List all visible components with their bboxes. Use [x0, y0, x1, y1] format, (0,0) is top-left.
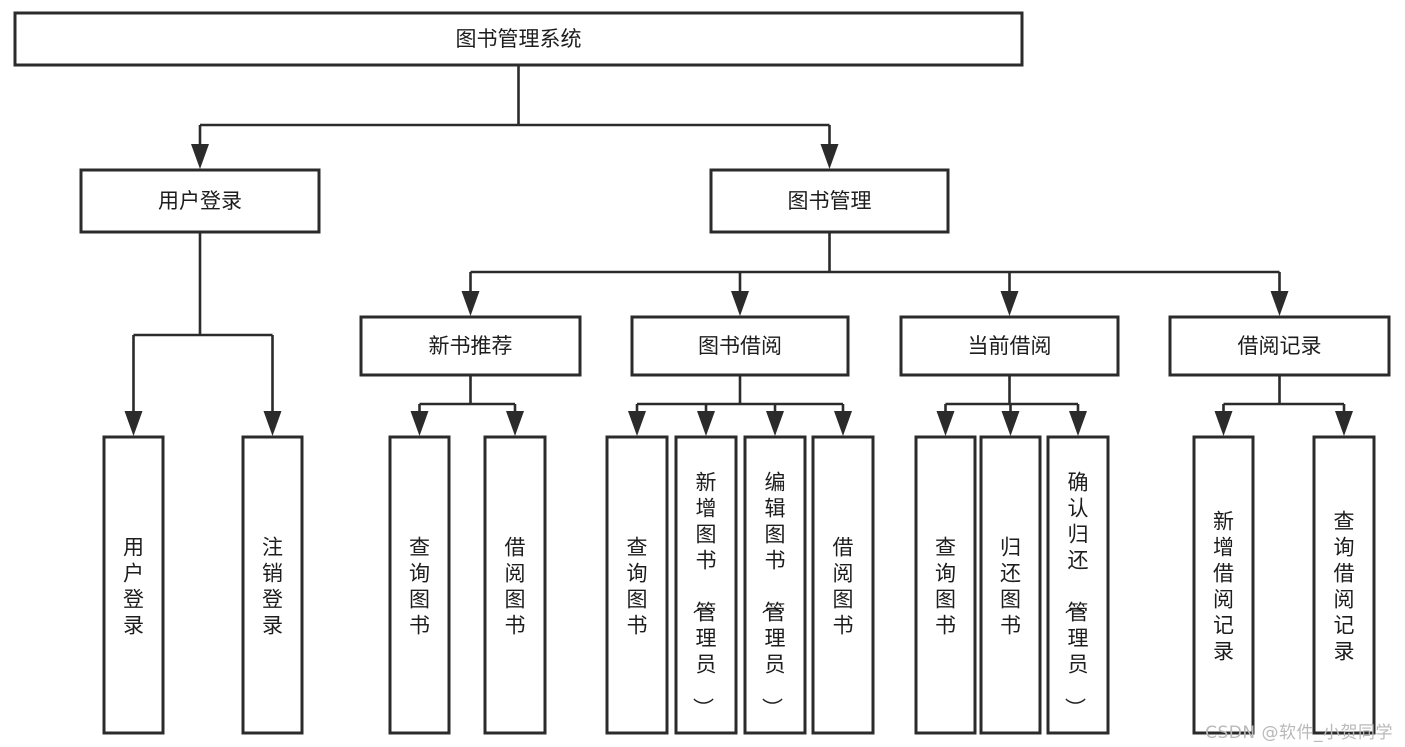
node-leaf-edit-book[interactable]: 编辑图书（管理员） — [743, 435, 807, 735]
arrow-head-icon — [124, 411, 143, 436]
arrow-head-icon — [834, 411, 852, 436]
arrow-head-icon — [506, 411, 524, 436]
watermark-label: CSDN @软件_小贺同学 — [1205, 723, 1393, 743]
arrow-head-icon — [461, 291, 480, 316]
node-box[interactable] — [241, 435, 304, 735]
node-label: 归还图书 — [1000, 535, 1021, 637]
node-label: 编辑图书（管理员） — [760, 470, 786, 718]
arrow-head-icon — [766, 411, 784, 436]
node-book-manage[interactable]: 图书管理 — [709, 168, 950, 234]
node-leaf-add-record[interactable]: 新增借阅记录 — [1192, 435, 1255, 735]
node-label: 查询借阅记录 — [1334, 509, 1355, 663]
node-label: 当前借阅 — [968, 334, 1052, 358]
node-label: 图书借阅 — [698, 334, 782, 358]
node-label: 查询图书 — [627, 535, 648, 637]
node-box[interactable] — [674, 435, 738, 735]
node-leaf-query-book-1[interactable]: 查询图书 — [388, 435, 451, 735]
node-box[interactable] — [1168, 315, 1391, 377]
node-leaf-return-book[interactable]: 归还图书 — [979, 435, 1042, 735]
node-current-borrow[interactable]: 当前借阅 — [899, 315, 1120, 377]
node-box[interactable] — [1192, 435, 1255, 735]
node-label: 注销登录 — [262, 535, 283, 637]
node-box[interactable] — [979, 435, 1042, 735]
node-root[interactable]: 图书管理系统 — [13, 11, 1024, 67]
node-box[interactable] — [743, 435, 807, 735]
node-box[interactable] — [811, 435, 875, 735]
node-box[interactable] — [709, 168, 950, 234]
node-box[interactable] — [388, 435, 451, 735]
arrow-head-icon — [1000, 291, 1019, 316]
arrow-head-icon — [1001, 411, 1020, 436]
node-leaf-user-login[interactable]: 用户登录 — [102, 435, 165, 735]
node-leaf-user-logout[interactable]: 注销登录 — [241, 435, 304, 735]
arrow-head-icon — [1214, 411, 1233, 436]
node-box[interactable] — [914, 435, 977, 735]
node-box[interactable] — [630, 315, 850, 377]
node-box[interactable] — [102, 435, 165, 735]
node-label: 新增图书（管理员） — [691, 470, 717, 718]
arrow-head-icon — [263, 411, 282, 436]
node-box[interactable] — [359, 315, 582, 377]
arrow-head-icon — [936, 411, 955, 436]
node-layer: 图书管理系统用户登录图书管理新书推荐图书借阅当前借阅借阅记录用户登录注销登录查询… — [13, 11, 1391, 735]
arrow-head-icon — [697, 411, 715, 436]
arrow-head-icon — [1335, 411, 1353, 436]
node-label: 查询图书 — [935, 535, 956, 637]
node-box[interactable] — [605, 435, 669, 735]
node-label: 图书管理 — [788, 189, 872, 213]
node-label: 用户登录 — [158, 189, 242, 213]
node-label: 查询图书 — [409, 535, 430, 637]
node-user-login[interactable]: 用户登录 — [79, 168, 321, 234]
arrow-head-icon — [628, 411, 646, 436]
node-label: 新增借阅记录 — [1213, 509, 1234, 663]
arrow-head-icon — [731, 291, 749, 316]
node-leaf-query-book-2[interactable]: 查询图书 — [605, 435, 669, 735]
node-box[interactable] — [1312, 435, 1376, 735]
node-label: 新书推荐 — [429, 334, 513, 358]
connector-layer — [124, 65, 1353, 436]
node-borrow-record[interactable]: 借阅记录 — [1168, 315, 1391, 377]
arrow-head-icon — [1270, 291, 1289, 316]
node-label: 借阅图书 — [505, 535, 526, 637]
node-label: 用户登录 — [123, 535, 144, 637]
arrow-head-icon — [191, 144, 209, 169]
node-box[interactable] — [483, 435, 547, 735]
node-leaf-borrow-book-1[interactable]: 借阅图书 — [483, 435, 547, 735]
node-label: 图书管理系统 — [456, 27, 582, 51]
node-box[interactable] — [13, 11, 1024, 67]
node-leaf-add-book[interactable]: 新增图书（管理员） — [674, 435, 738, 735]
node-leaf-query-book-3[interactable]: 查询图书 — [914, 435, 977, 735]
node-box[interactable] — [1046, 435, 1110, 735]
node-label: 确认归还（管理员） — [1063, 470, 1089, 718]
node-box[interactable] — [79, 168, 321, 234]
node-leaf-confirm-return[interactable]: 确认归还（管理员） — [1046, 435, 1110, 735]
node-book-borrow[interactable]: 图书借阅 — [630, 315, 850, 377]
node-new-book-rec[interactable]: 新书推荐 — [359, 315, 582, 377]
node-leaf-borrow-book-2[interactable]: 借阅图书 — [811, 435, 875, 735]
arrow-head-icon — [820, 144, 839, 169]
arrow-head-icon — [1069, 411, 1087, 436]
arrow-head-icon — [410, 411, 429, 436]
node-box[interactable] — [899, 315, 1120, 377]
node-leaf-query-record[interactable]: 查询借阅记录 — [1312, 435, 1376, 735]
node-label: 借阅图书 — [833, 535, 854, 637]
node-label: 借阅记录 — [1238, 334, 1322, 358]
